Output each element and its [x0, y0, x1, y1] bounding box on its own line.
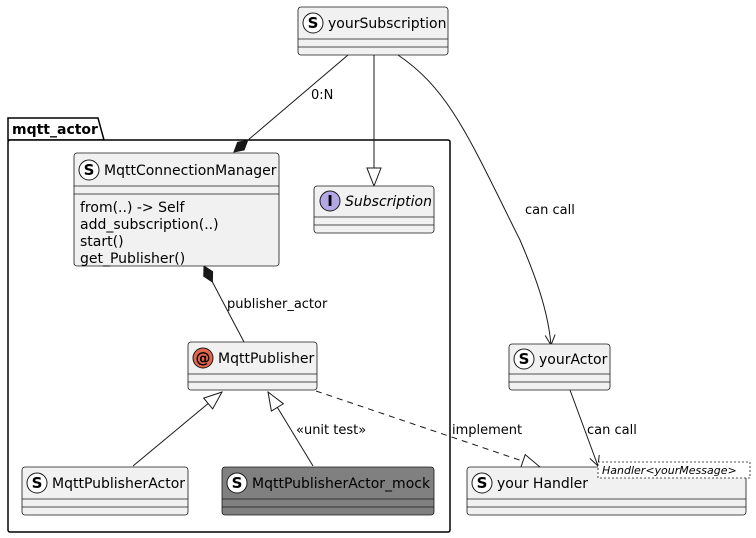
- edge-subscription-calls-actor: can call: [397, 54, 575, 345]
- unit-test-label: «unit test»: [296, 423, 366, 438]
- can-call-label: can call: [525, 203, 575, 218]
- class-name: MqttPublisherActor: [52, 476, 185, 492]
- method-add-subscription: add_subscription(..): [80, 217, 219, 233]
- class-name: MqttConnectionManager: [104, 163, 277, 179]
- method-start: start(): [80, 234, 124, 250]
- badge-letter: S: [32, 474, 43, 492]
- interface-badge-icon: [319, 190, 341, 212]
- class-your-actor[interactable]: S yourActor: [508, 343, 611, 391]
- badge-letter: S: [308, 14, 319, 32]
- class-name: your Handler: [497, 476, 588, 492]
- method-get-publisher: get_Publisher(): [80, 251, 185, 267]
- badge-letter: I: [327, 192, 333, 210]
- class-name: MqttPublisher: [218, 351, 314, 367]
- method-from: from(..) -> Self: [80, 200, 185, 216]
- edge-actor-calls-handler: can call: [569, 389, 637, 466]
- interface-subscription[interactable]: I Subscription: [313, 185, 435, 234]
- publisher-actor-label: publisher_actor: [227, 297, 328, 312]
- class-mqtt-connection-manager[interactable]: S MqttConnectionManager from(..) -> Self…: [73, 152, 280, 267]
- class-name: Subscription: [345, 194, 432, 210]
- badge-letter: S: [519, 350, 530, 368]
- edge-actor-inherits-publisher: [132, 392, 222, 467]
- badge-letter: S: [84, 161, 95, 179]
- struct-badge-icon: [78, 159, 100, 181]
- struct-badge-icon: [226, 472, 248, 494]
- badge-letter: S: [232, 474, 243, 492]
- edge-mock-inherits-publisher: «unit test»: [268, 392, 366, 467]
- annotation-mqtt-publisher[interactable]: @ MqttPublisher: [187, 341, 318, 391]
- struct-badge-icon: [513, 348, 535, 370]
- struct-badge-icon: [471, 472, 493, 494]
- package-name: mqtt_actor: [12, 122, 98, 138]
- struct-badge-icon: [26, 472, 48, 494]
- generic-parameter-box: [597, 461, 751, 479]
- badge-letter: S: [477, 474, 488, 492]
- class-name: yourSubscription: [328, 16, 446, 32]
- class-mqtt-publisher-actor-mock[interactable]: S MqttPublisherActor_mock: [221, 466, 435, 516]
- annotation-badge-icon: [192, 347, 214, 369]
- struct-badge-icon: [302, 12, 324, 34]
- generic-parameter: Handler<yourMessage>: [602, 464, 737, 477]
- class-name: MqttPublisherActor_mock: [252, 476, 431, 492]
- multiplicity-label: 0:N: [311, 88, 333, 103]
- class-name: yourActor: [539, 352, 608, 368]
- class-your-handler[interactable]: S your Handler Handler<yourMessage>: [466, 461, 751, 516]
- class-your-subscription[interactable]: S yourSubscription: [297, 6, 449, 56]
- can-call-label-2: can call: [587, 423, 637, 438]
- edge-subscription-to-connection-manager: 0:N: [234, 54, 349, 152]
- edge-publisher-implements-handler: implement: [315, 390, 540, 467]
- class-mqtt-publisher-actor[interactable]: S MqttPublisherActor: [21, 466, 189, 516]
- implement-label: implement: [452, 423, 522, 438]
- badge-letter: @: [196, 349, 211, 367]
- edge-manager-to-publisher: publisher_actor: [204, 266, 328, 343]
